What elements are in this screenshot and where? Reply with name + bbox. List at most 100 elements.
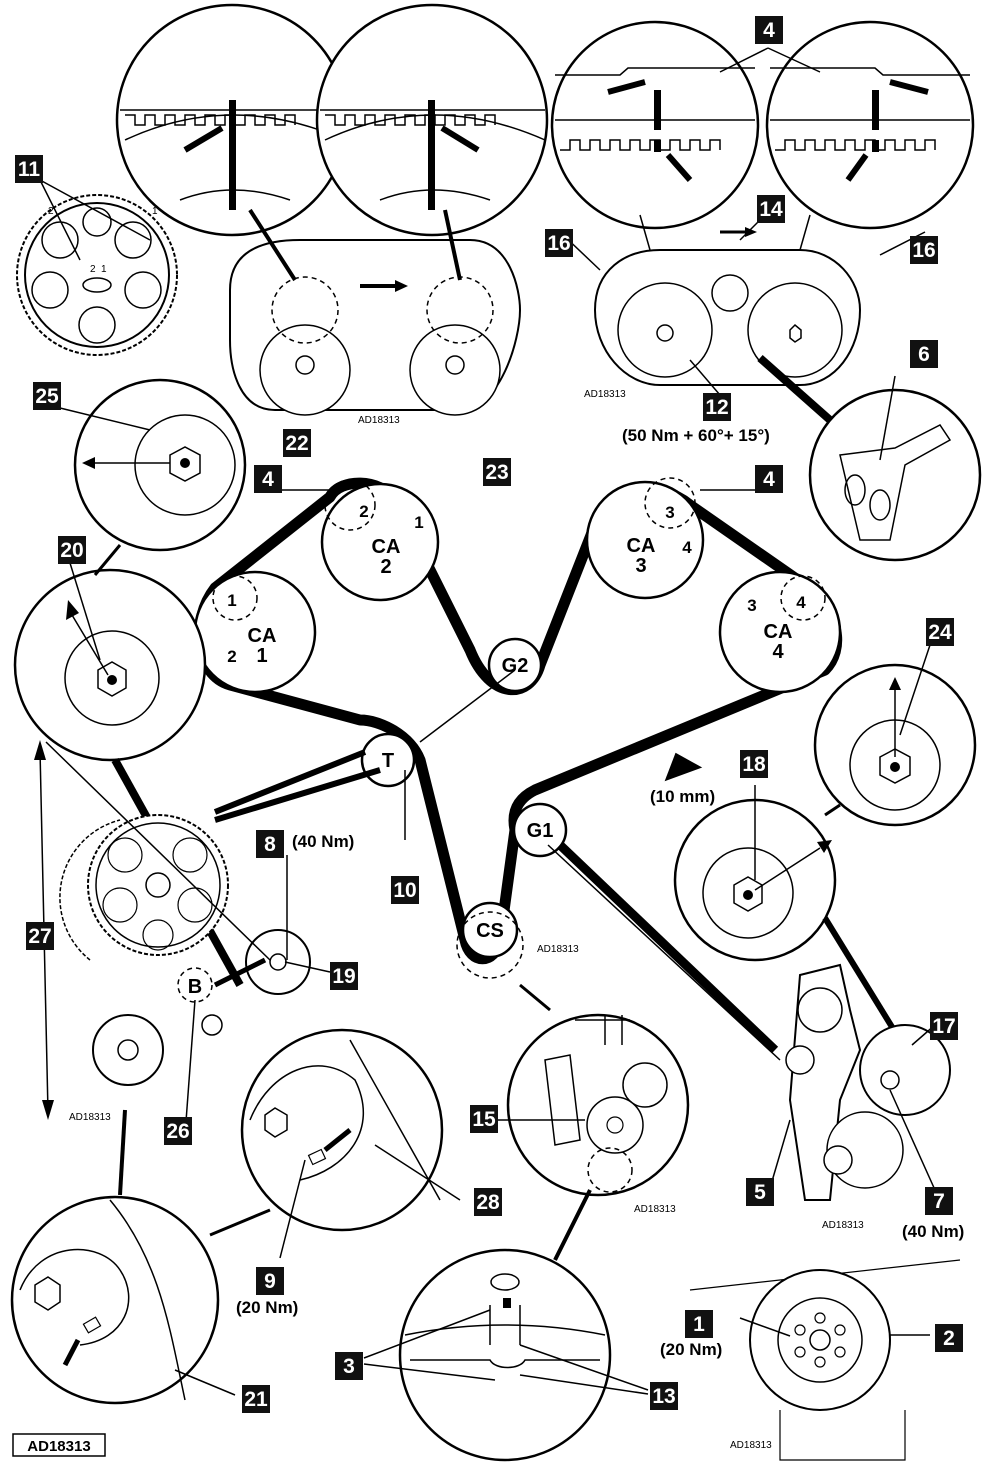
callout-number: 25 (35, 385, 59, 408)
callout-number: 6 (918, 343, 930, 366)
pulley-ca4: CA 4 3 4 (718, 570, 842, 694)
callout-26: 26 (164, 1117, 192, 1145)
callout-8: 8 (256, 830, 284, 858)
callout-number: 5 (754, 1181, 766, 1204)
callout-number: 4 (763, 19, 775, 42)
ca3-mark-digit-right: 4 (682, 538, 692, 557)
detail-teeth-right1 (550, 20, 760, 230)
pulley-ca2: CA 2 2 1 (320, 479, 440, 602)
b-label: B (188, 976, 202, 998)
callout-23: 23 (483, 458, 511, 486)
callout-27: 27 (26, 922, 54, 950)
callout-number: 8 (264, 833, 276, 856)
callout-number: 9 (264, 1270, 276, 1293)
callout-number: 11 (18, 158, 41, 181)
gap-indicator: (10 mm) (650, 752, 715, 806)
g2-label: G2 (502, 655, 529, 677)
detail-teeth-left (115, 3, 349, 237)
callout-4-1: 4 (755, 16, 783, 44)
detail-25 (73, 378, 247, 552)
torque-9: (20 Nm) (236, 1298, 298, 1317)
detail-13 (398, 1248, 612, 1462)
callout-number: 7 (933, 1190, 945, 1213)
callout-22: 22 (283, 429, 311, 457)
callout-number: 23 (485, 461, 508, 484)
torque-12: (50 Nm + 60°+ 15°) (622, 426, 770, 445)
callout-16-1: 16 (545, 229, 573, 257)
housing-ref: AD18313 (358, 415, 400, 426)
ca2-mark-digit: 2 (359, 502, 368, 521)
callout-number: 18 (742, 753, 766, 776)
detail-teeth-right2 (765, 20, 975, 230)
engine-front-left: B AD18313 (34, 740, 311, 1196)
callout-25: 25 (33, 382, 61, 410)
detail-6 (808, 388, 982, 562)
callout-16-2: 16 (910, 236, 938, 264)
callout-number: 2 (943, 1327, 955, 1350)
ca4-mark-digit-left: 3 (747, 596, 756, 615)
g1-label: G1 (527, 820, 554, 842)
ca1-mark-digit-lower: 2 (227, 647, 236, 666)
torque-7: (40 Nm) (902, 1222, 964, 1241)
callout-number: 14 (759, 198, 783, 221)
detail-15-ref: AD18313 (634, 1204, 676, 1215)
pulley-g2: G2 (487, 637, 543, 693)
detail-15: AD18313 (506, 983, 690, 1261)
camshaft-housing-right: AD18313 (584, 214, 862, 423)
leader-lines (59, 47, 936, 1396)
belt-run-g1 (556, 841, 779, 1054)
callout-21: 21 (242, 1385, 270, 1413)
callout-1: 1 (685, 1310, 713, 1338)
crank-ref: AD18313 (730, 1440, 772, 1451)
sprocket-11-mark-1: 1 (152, 206, 158, 217)
callout-number: 13 (652, 1385, 675, 1408)
ca2-number: 2 (380, 556, 391, 578)
pulley-ca1: CA 1 1 2 (193, 570, 317, 694)
ca3-number: 3 (635, 555, 646, 577)
pulley-ca3: CA 3 3 4 (585, 477, 705, 600)
belt-run-lower-left (213, 749, 381, 823)
cs-label: CS (476, 920, 504, 942)
callout-number: 21 (244, 1388, 268, 1411)
callout-number: 24 (928, 621, 952, 644)
callout-5: 5 (746, 1178, 774, 1206)
callout-18: 18 (740, 750, 768, 778)
callout-number: 26 (166, 1120, 189, 1143)
callout-4-2: 4 (254, 465, 282, 493)
callout-number: 10 (393, 879, 416, 902)
callout-12: 12 (703, 393, 731, 421)
engine-left-ref: AD18313 (69, 1112, 111, 1123)
sprocket-11-mark-2: 2 (48, 206, 54, 217)
detail-21 (10, 1195, 220, 1405)
detail-24 (813, 663, 977, 827)
camshaft-housing: AD18313 (229, 208, 522, 426)
sprocket-11-center-2: 2 (90, 264, 96, 275)
gap-label: (10 mm) (650, 787, 715, 806)
ca3-label: CA (627, 535, 656, 557)
callout-15: 15 (470, 1105, 498, 1133)
ca2-label: CA (372, 536, 401, 558)
callout-14: 14 (757, 195, 785, 223)
detail-teeth-mid (315, 3, 549, 237)
cs-ref: AD18313 (537, 944, 579, 955)
callout-number: 1 (693, 1313, 705, 1336)
callout-9: 9 (256, 1267, 284, 1295)
torque-8: (40 Nm) (292, 832, 354, 851)
callout-19: 19 (330, 962, 358, 990)
callout-4-3: 4 (755, 465, 783, 493)
sprocket-11-center-1: 1 (101, 264, 107, 275)
detail-18 (673, 798, 903, 1042)
ca4-label: CA (764, 621, 793, 643)
ca4-number: 4 (772, 641, 784, 663)
callout-number: 15 (472, 1108, 496, 1131)
callout-number: 4 (262, 468, 274, 491)
ca4-mark-digit: 4 (796, 593, 806, 612)
callout-3: 3 (335, 1352, 363, 1380)
leader-t-g2 (419, 669, 516, 743)
ca3-mark-digit: 3 (665, 503, 674, 522)
callout-number: 12 (705, 396, 728, 419)
pulley-g1: G1 (512, 802, 568, 858)
callout-6: 6 (910, 340, 938, 368)
callout-number: 16 (912, 239, 935, 262)
